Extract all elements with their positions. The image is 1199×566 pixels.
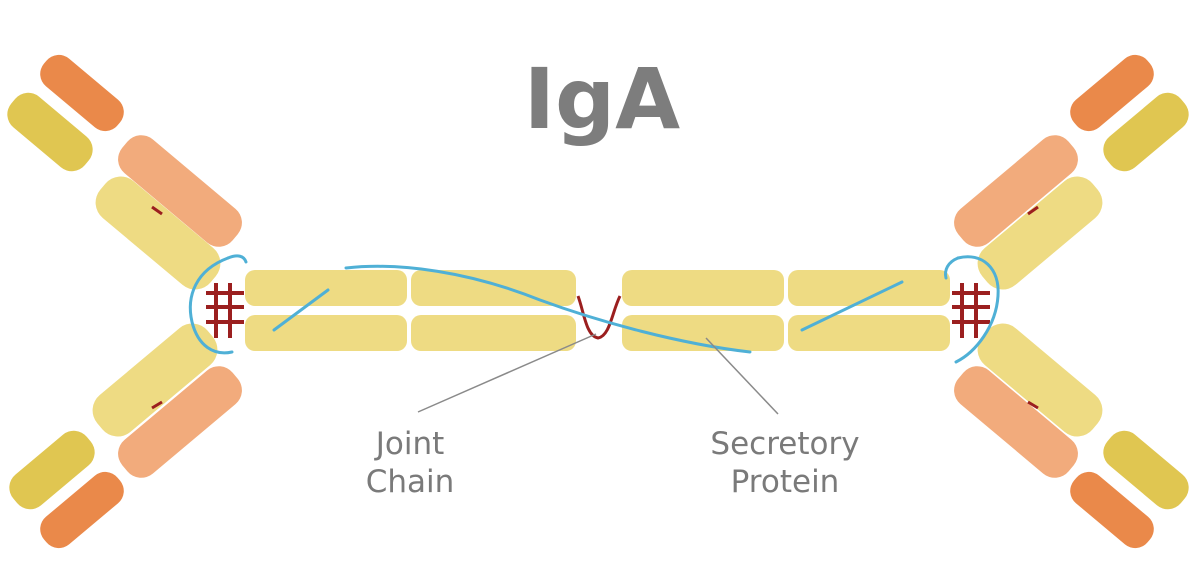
left-monomer <box>7 54 576 549</box>
fc-upper-segment-1 <box>245 270 407 306</box>
right-monomer <box>622 54 1189 549</box>
diagram-title: IgA <box>524 50 680 148</box>
label-joint-chain-line2: Chain <box>366 464 455 500</box>
light-chain-variable <box>1070 54 1154 132</box>
light-chain-constant <box>954 135 1078 247</box>
hinge-disulfide-bonds <box>952 283 990 338</box>
label-joint-chain-line1: Joint <box>374 426 445 462</box>
light-chain-variable <box>40 471 124 549</box>
joint-chain <box>576 295 622 340</box>
disulfide-bond <box>1027 400 1039 410</box>
left-lower-arm <box>9 323 242 549</box>
secretory-protein <box>188 254 1000 364</box>
fc-lower-segment-1 <box>622 315 784 351</box>
light-chain-variable <box>40 54 124 132</box>
heavy-chain-variable <box>1103 430 1189 510</box>
heavy-chain-constant <box>977 176 1103 290</box>
disulfide-bond <box>1027 205 1039 216</box>
light-chain-constant <box>954 366 1078 478</box>
secretory-protein-leader <box>705 337 779 415</box>
right-lower-arm <box>954 323 1189 549</box>
joint-chain-leader <box>417 333 597 413</box>
label-secretory-line2: Protein <box>731 464 840 500</box>
disulfide-bond <box>151 400 163 410</box>
light-chain-variable <box>1070 471 1154 549</box>
light-chain-constant <box>118 135 242 247</box>
fc-upper-segment-2 <box>788 270 950 306</box>
heavy-chain-variable <box>1103 92 1189 172</box>
light-chain-constant <box>118 366 242 478</box>
fc-lower-segment-1 <box>245 315 407 351</box>
heavy-chain-variable <box>7 92 93 172</box>
disulfide-bond <box>151 205 163 216</box>
hinge-disulfide-bonds <box>206 283 244 338</box>
fc-lower-segment-2 <box>788 315 950 351</box>
heavy-chain-constant <box>977 323 1103 437</box>
fc-upper-segment-1 <box>622 270 784 306</box>
heavy-chain-constant <box>95 176 221 290</box>
label-secretory-line1: Secretory <box>710 426 859 462</box>
heavy-chain-constant <box>92 323 218 437</box>
heavy-chain-variable <box>9 430 95 510</box>
right-upper-arm <box>954 54 1189 290</box>
fc-lower-segment-2 <box>411 315 576 351</box>
fc-upper-segment-2 <box>411 270 576 306</box>
left-upper-arm <box>7 54 242 290</box>
